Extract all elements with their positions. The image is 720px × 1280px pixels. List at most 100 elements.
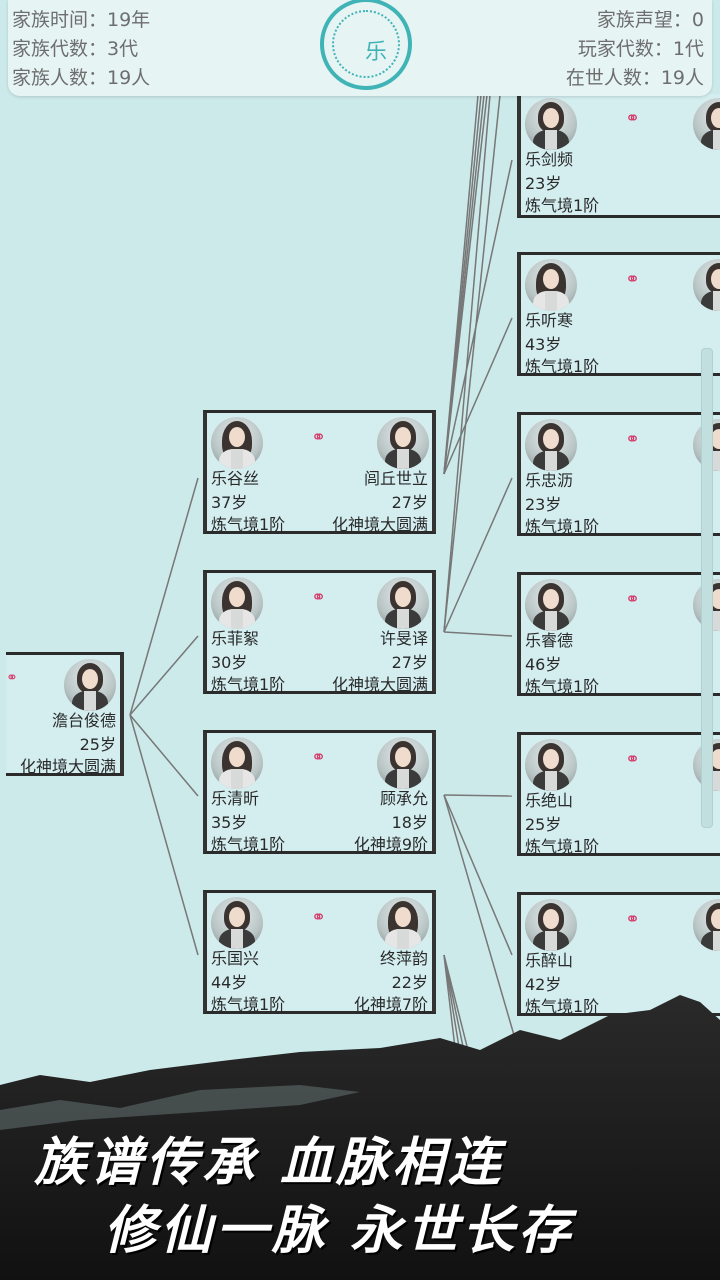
member-name: 乐睿德 (525, 631, 574, 650)
connector-line (443, 94, 491, 633)
wedding-rings-icon: ⚭ (625, 269, 641, 290)
avatar-face (543, 269, 559, 289)
avatar[interactable] (525, 899, 577, 951)
avatar-face (711, 429, 720, 449)
member-name: 乐国兴 (211, 949, 260, 968)
avatar[interactable] (377, 737, 429, 789)
spouse-realm: 化神境7阶 (353, 995, 428, 1014)
avatar-collar (713, 451, 720, 471)
avatar[interactable] (377, 417, 429, 469)
spouse-avatar[interactable] (693, 98, 720, 150)
spouse-name: 许旻译 (379, 629, 428, 648)
avatar-collar (545, 291, 557, 311)
member-realm: 炼气境1阶 (525, 997, 600, 1016)
member-age: 23岁 (525, 174, 562, 193)
member-name: 乐谷丝 (211, 469, 260, 488)
member-name: 乐醉山 (525, 951, 574, 970)
member-name: 乐菲絮 (211, 629, 260, 648)
avatar[interactable] (525, 419, 577, 471)
avatar-face (711, 269, 720, 289)
family-seal-button[interactable]: 乐 (320, 0, 412, 90)
spouse-age: 27岁 (391, 493, 428, 512)
avatar-face (711, 749, 720, 769)
wedding-rings-icon: ⚭ (625, 589, 641, 610)
avatar-collar (545, 931, 557, 951)
avatar-collar (713, 291, 720, 311)
member-name: 澹台俊德 (51, 711, 116, 730)
avatar-collar (545, 771, 557, 791)
avatar[interactable] (64, 659, 116, 711)
avatar-face (395, 747, 411, 767)
spouse-avatar[interactable] (693, 899, 720, 951)
family-info-header: 家族时间：19年 家族代数：3代 家族人数：19人 乐 家族声望：0 玩家代数：… (8, 0, 712, 96)
avatar[interactable] (377, 897, 429, 949)
avatar-face (229, 427, 245, 447)
avatar[interactable] (211, 417, 263, 469)
avatar-collar (231, 449, 243, 469)
spouse-realm: 化神境大圆满 (331, 675, 428, 694)
avatar-collar (713, 771, 720, 791)
wedding-rings-icon: ⚭ (311, 427, 327, 448)
slogan-line-1: 族谱传承 血脉相连 (34, 1133, 505, 1193)
connector-line (443, 477, 513, 633)
avatar[interactable] (525, 579, 577, 631)
connector-line (443, 317, 513, 475)
member-realm: 炼气境1阶 (525, 677, 600, 696)
wedding-rings-icon: ⚭ (625, 749, 641, 770)
avatar-face (229, 587, 245, 607)
living-members: 在世人数：19人 (565, 67, 704, 89)
member-name: 乐清昕 (211, 789, 260, 808)
avatar[interactable] (211, 577, 263, 629)
avatar[interactable] (525, 259, 577, 311)
avatar-collar (713, 611, 720, 631)
avatar[interactable] (211, 897, 263, 949)
avatar[interactable] (525, 739, 577, 791)
slogan-line-2: 修仙一脉 永世长存 (104, 1201, 575, 1261)
avatar-collar (545, 451, 557, 471)
player-generation: 玩家代数：1代 (577, 38, 704, 60)
member-realm: 炼气境1阶 (525, 357, 600, 376)
avatar-face (229, 747, 245, 767)
spouse-name: 闾丘世立 (363, 469, 428, 488)
member-realm: 炼气境1阶 (211, 995, 286, 1014)
connector-line (443, 159, 513, 475)
avatar-face (543, 749, 559, 769)
spouse-realm: 化神境9阶 (353, 835, 428, 854)
avatar-face (711, 108, 720, 128)
avatar-face (711, 589, 720, 609)
avatar[interactable] (211, 737, 263, 789)
avatar-collar (713, 130, 720, 150)
avatar-collar (231, 609, 243, 629)
avatar-collar (545, 130, 557, 150)
member-name: 乐绝山 (525, 791, 574, 810)
avatar[interactable] (525, 98, 577, 150)
vertical-scrollbar[interactable] (701, 348, 713, 828)
connector-line (129, 714, 199, 956)
wedding-rings-icon: ⚭ (625, 429, 641, 450)
avatar-collar (84, 691, 96, 711)
family-members: 家族人数：19人 (12, 67, 151, 89)
wedding-rings-icon: ⚭ (625, 909, 641, 930)
spouse-name: 终萍韵 (379, 949, 428, 968)
avatar-collar (397, 449, 409, 469)
connector-line (443, 794, 513, 956)
family-prestige: 家族声望：0 (596, 9, 704, 31)
seal-inner-ring: 乐 (332, 10, 400, 78)
avatar-collar (397, 769, 409, 789)
member-age: 25岁 (525, 815, 562, 834)
connector-line (443, 631, 513, 637)
spouse-avatar[interactable] (693, 259, 720, 311)
member-realm: 炼气境1阶 (525, 196, 600, 215)
avatar[interactable] (377, 577, 429, 629)
